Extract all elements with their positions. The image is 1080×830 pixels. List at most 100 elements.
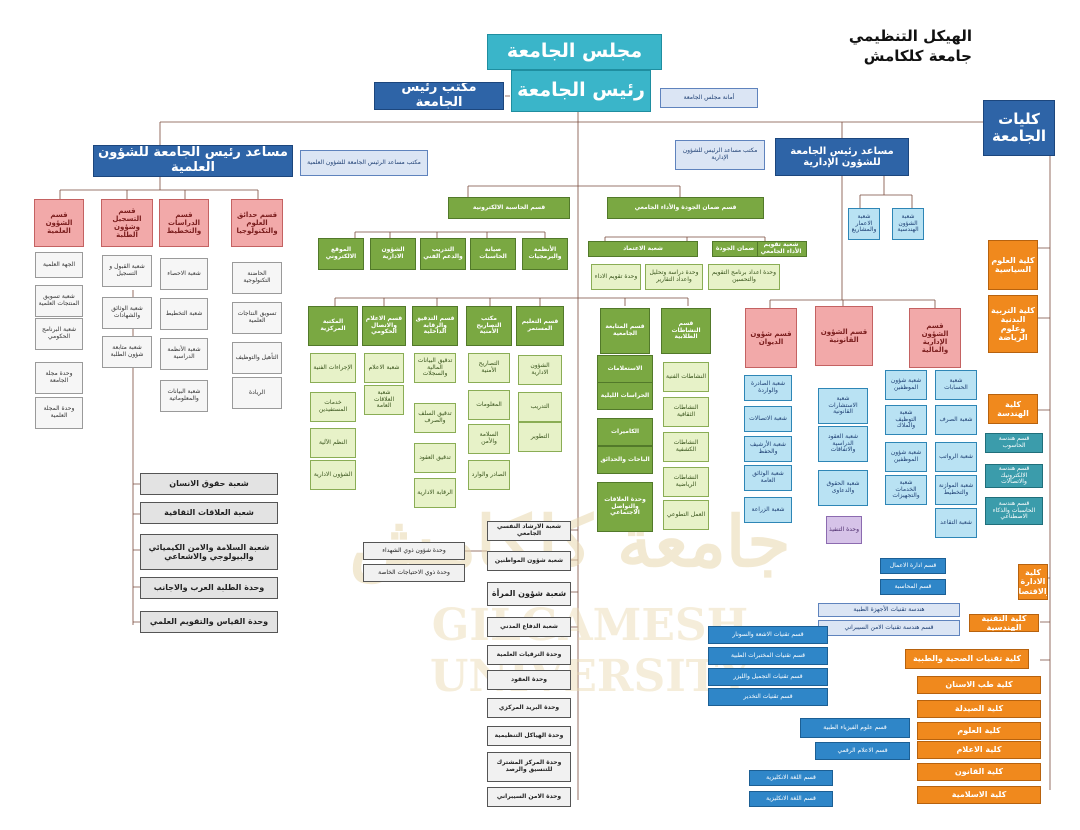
academic-dept-box: قسم الدراسات والتخطيط [159, 199, 209, 247]
college-box: كلية التقنية الهندسية [969, 614, 1039, 632]
center-dept-box: قسم التعليم المستمر [516, 306, 564, 346]
central-unit-box: وحدة المركز المشترك للتنسيق والرصد [487, 752, 571, 782]
admin-unit-box: شعبة الاستشارات القانونية [818, 388, 868, 424]
college-dept-box: قسم تقنيات المختبرات الطبية [708, 647, 828, 665]
center-unit-box: الشؤون الادارية [310, 460, 356, 490]
admin-unit-box: شعبة الحقوق والدعاوى [818, 470, 868, 506]
academic-unit-box: التأهيل والتوظيف [232, 342, 282, 374]
admin-dept-box: قسم الشؤون القانونية [815, 306, 873, 366]
computing-unit-box: الأنظمة والبرمجيات [522, 238, 568, 270]
college-dept-box: قسم اللغة الانكليزية [749, 791, 833, 807]
central-unit-box: شعبة الارشاد النفسي الجامعي [487, 521, 571, 541]
college-dept-box: قسم هندسة تقنيات الامن السيبراني [818, 620, 960, 636]
academic-unit-box: وحدة المجلة العلمية [35, 397, 83, 429]
center-unit-box: الشؤون الادارية [518, 355, 562, 385]
college-dept-box: قسم المحاسبة [880, 579, 946, 595]
college-box: كلية طب الاسنان [917, 676, 1041, 694]
president-box: رئيس الجامعة [511, 70, 651, 112]
academic-unit-box: شعبة الاحصاء [160, 258, 208, 290]
council-box: مجلس الجامعة [487, 34, 662, 70]
center-unit-box: شعبة الاعلام [364, 353, 404, 383]
academic-unit-box: الحاضنة التكنولوجية [232, 262, 282, 294]
center-unit-box: التطوير [518, 422, 562, 452]
computing-unit-box: الموقع الالكتروني [318, 238, 364, 270]
admin-small-unit-box: شعبة الشؤون الهندسية [892, 208, 924, 240]
admin-office-box: مكتب مساعد الرئيس للشؤون الإدارية [675, 140, 765, 170]
center-unit-box: الصادر والوارد [468, 460, 510, 490]
center-unit-box: شعبة العلاقات العامة [364, 385, 404, 415]
quality-subunit-box: وحدة اعداد برنامج التقويم والتحسين [708, 264, 780, 290]
admin-unit-box: شعبة الموازنة والتخطيط [935, 475, 977, 505]
admin-unit-box: شعبة الزراعة [744, 497, 792, 523]
academic-unit-box: شعبة تسويق المنتجات العلمية [35, 285, 83, 317]
colleges-header-box: كليات الجامعة [983, 100, 1055, 156]
center-dept-box: قسم التدقيق والرقابة الداخلية [412, 306, 458, 346]
enforcement-unit-box: وحدة التنفيذ [826, 516, 862, 544]
quality-subunit-box: وحدة تقويم الاداء [591, 264, 641, 290]
central-unit-box: وحدة البريد المركزي [487, 698, 571, 718]
admin-unit-box: شعبة الوثائق العامة [744, 465, 792, 491]
central-unit-box: وحدة الترقيات العلمية [487, 645, 571, 665]
academic-unit-box: تسويق النتاجات العلمية [232, 302, 282, 334]
admin-dept-box: قسم الشؤون الإدارية والمالية [909, 308, 961, 368]
quality-unit-box: شعبة الاعتماد [588, 241, 698, 257]
center-unit-box: الإجراءات الفنية [310, 353, 356, 383]
quality-dept-box: قسم ضمان الجودة والأداء الجامعي [607, 197, 764, 219]
student-activity-unit-box: النشاطات الرياضية [663, 467, 709, 497]
computing-unit-box: التدريب والدعم الفني [420, 238, 466, 270]
academic-dept-box: قسم التسجيل وشؤون الطلبة [101, 199, 153, 247]
college-dept-box: قسم تقنيات التجميل والليزر [708, 668, 828, 686]
college-dept-box: قسم اللغة الانكليزية [749, 770, 833, 786]
academic-unit-box: شعبة البيانات والمعلوماتية [160, 380, 208, 412]
admin-unit-box: شعبة التوظيف والملاك [885, 405, 927, 435]
followup-unit-box: وحدة العلاقات والتواصل الاجتماعي [597, 482, 653, 532]
followup-dept-box: قسم المتابعة الجامعية [600, 308, 650, 354]
center-unit-box: تدقيق السلف والصرف [414, 403, 456, 433]
college-box: كلية القانون [917, 763, 1041, 781]
president-office-box: مكتب رئيس الجامعة [374, 82, 504, 110]
college-dept-box: قسم تقنيات التخدير [708, 688, 828, 706]
computing-unit-box: صيانة الحاسبات [470, 238, 516, 270]
academic-unit-box: شعبة الوثائق والشهادات [102, 297, 152, 329]
academic-unit-box: شعبة التخطيط [160, 298, 208, 330]
academic-unit-box: شعبة الأنظمة الدراسية [160, 338, 208, 370]
computing-dept-box: قسم الحاسبة الالكترونية [448, 197, 570, 219]
academic-dept-box: قسم حدائق العلوم والتكنولوجيا [231, 199, 283, 247]
center-dept-box: مكتب التصاريح الأمنية [466, 306, 512, 346]
academic-extra-unit-box: وحدة القياس والتقويم العلمي [140, 611, 278, 633]
admin-unit-box: شعبة الصادرة والواردة [744, 375, 792, 401]
college-dept-box: قسم هندسة الالكترونيك والاتصالات [985, 464, 1043, 488]
admin-small-unit-box: شعبة الاعمار والمشاريع [848, 208, 880, 240]
college-dept-box: قسم هندسة الحاسوب [985, 433, 1043, 453]
academic-office-box: مكتب مساعد الرئيس الجامعة للشؤون العلمية [300, 150, 428, 176]
college-dept-box: قسم تقنيات الاشعة والسونار [708, 626, 828, 644]
college-dept-box: قسم علوم الفيزياء الطبية [800, 718, 910, 738]
chart-header: الهيكل التنظيمي جامعة كلكامش [849, 26, 972, 67]
college-box: كلية الادارة والاقتصاد [1018, 564, 1048, 600]
college-dept-box: هندسة تقنيات الأجهزة الطبية [818, 603, 960, 617]
college-box: كلية تقنيات الصحية والطبية [905, 649, 1029, 669]
college-box: كلية الهندسة [988, 394, 1038, 424]
council-secretariat-box: أمانة مجلس الجامعة [660, 88, 758, 108]
computing-unit-box: الشؤون الادارية [370, 238, 416, 270]
college-box: كلية التربية البدنية وعلوم الرياضة [988, 295, 1038, 353]
followup-unit-box: الاستعلامات [597, 355, 653, 383]
college-dept-box: قسم ادارة الاعمال [880, 558, 946, 574]
center-unit-box: التصاريح الأمنية [468, 353, 510, 383]
admin-unit-box: شعبة شؤون الموظفين [885, 442, 927, 472]
center-unit-box: الرقابة الادارية [414, 478, 456, 508]
admin-dept-box: قسم شؤون الديوان [745, 308, 797, 368]
central-unit-box: وحدة العقود [487, 670, 571, 690]
student-activity-unit-box: النشاطات الفنية [663, 362, 709, 392]
followup-unit-box: الحراسات الليلية [597, 382, 653, 410]
followup-unit-box: الباحات والحدائق [597, 446, 653, 474]
citizen-subunit-box: وحدة شؤون ذوي الشهداء [363, 542, 465, 560]
student-activities-dept-box: قسم النشاطات الطلابية [661, 308, 711, 354]
admin-unit-box: شعبة الرواتب [935, 442, 977, 472]
admin-unit-box: شعبة الأرشيف والحفظ [744, 436, 792, 462]
admin-unit-box: شعبة شؤون الموظفين [885, 370, 927, 400]
center-unit-box: تدقيق البيانات المالية والسجلات [414, 353, 456, 383]
academic-unit-box: شعبة القبول و التسجيل [102, 255, 152, 287]
college-box: كلية العلوم [917, 722, 1041, 740]
